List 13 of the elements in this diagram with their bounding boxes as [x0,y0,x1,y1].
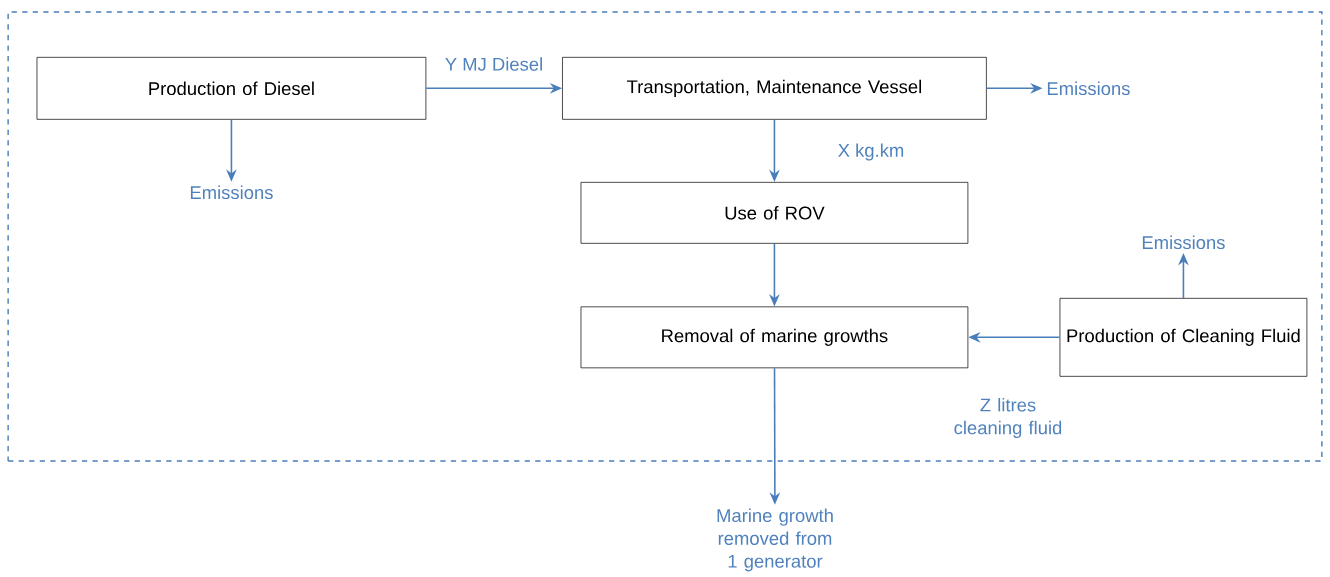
process-box: Transportation, Maintenance Vessel [562,57,987,120]
output-text: Emissions [1142,235,1225,250]
edge-label: X kg.km [838,143,904,161]
process-box: Removal of marine growths [580,306,969,369]
process-box: Use of ROV [580,182,969,244]
process-box: Production of Diesel [36,57,427,120]
process-box: Production of Cleaning Fluid [1059,298,1308,377]
output-text: Marine growth removed from 1 generator [717,508,833,572]
edge-label: Z litres cleaning fluid [954,398,1062,438]
output-text: Emissions [190,185,273,200]
output-text: Emissions [1047,81,1130,96]
edge-label: Y MJ Diesel [445,57,542,71]
system-boundary [7,11,1323,462]
